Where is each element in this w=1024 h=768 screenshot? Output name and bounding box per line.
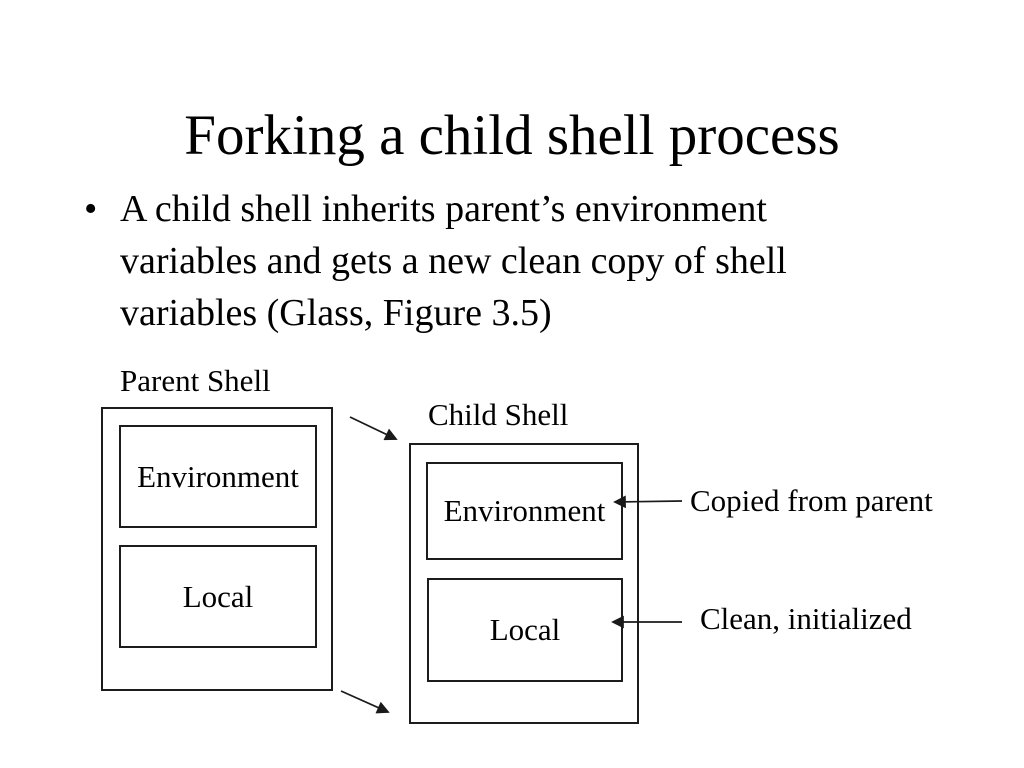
parent-environment-label: Environment: [137, 458, 299, 494]
child-shell-label: Child Shell: [428, 397, 569, 432]
child-local-label: Local: [489, 612, 561, 647]
bullet-glyph: •: [84, 188, 98, 230]
parent-local-label: Local: [182, 578, 254, 614]
annotation-copied-from-parent: Copied from parent: [690, 483, 933, 518]
page-title: Forking a child shell process: [184, 104, 840, 167]
bullet-item: • A child shell inherits parent’s enviro…: [84, 183, 944, 339]
bullet-line-3: variables (Glass, Figure 3.5): [120, 292, 552, 334]
child-environment-label: Environment: [443, 493, 606, 528]
bullet-text: A child shell inherits parent’s environm…: [120, 183, 787, 339]
bullet-line-2: variables and gets a new clean copy of s…: [120, 240, 787, 282]
parent-local-box: Local: [119, 545, 317, 648]
bullet-line-1: A child shell inherits parent’s environm…: [120, 188, 767, 230]
arrow-parent-to-child-top-icon: [349, 416, 398, 441]
parent-environment-box: Environment: [119, 425, 317, 528]
child-local-box: Local: [427, 578, 623, 682]
arrow-parent-to-child-bottom-icon: [340, 690, 390, 714]
child-environment-box: Environment: [426, 462, 623, 560]
parent-shell-label: Parent Shell: [120, 363, 271, 398]
annotation-clean-initialized: Clean, initialized: [700, 601, 912, 636]
